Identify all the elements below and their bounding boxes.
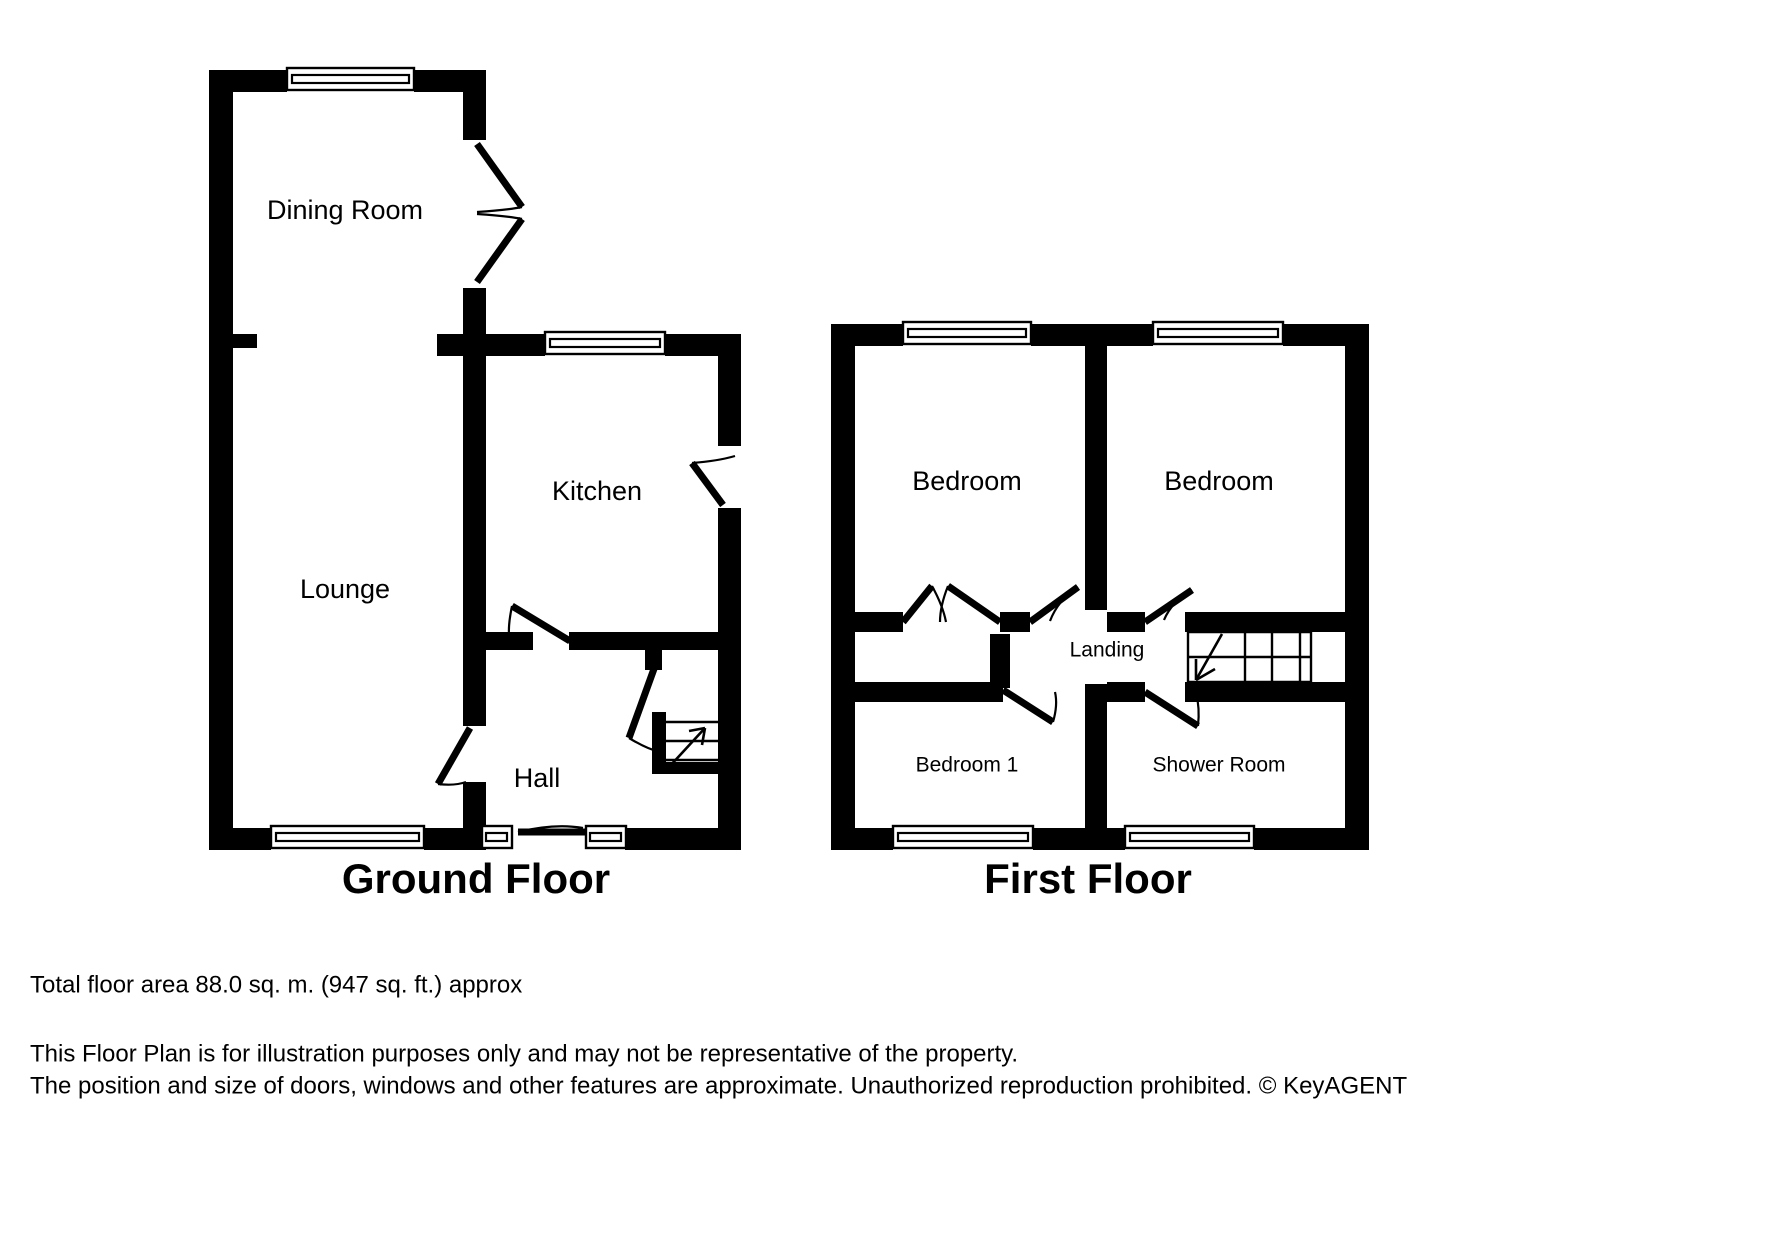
room-label-ff-bedroom-right: Bedroom <box>1164 466 1274 496</box>
wall-ff-right-outer <box>1345 324 1369 850</box>
door-understairs <box>625 664 661 754</box>
wall-understairs-stub <box>645 650 662 670</box>
floor-title-first: First Floor <box>984 855 1192 902</box>
room-label-hall: Hall <box>514 763 561 793</box>
wall-ff-bottom-left <box>831 828 893 850</box>
first-floor-doors <box>900 583 1200 729</box>
wall-kitchen-hall-right <box>569 632 718 650</box>
wall-bottom-right <box>625 828 741 850</box>
wall-ff-landing-bottom-left <box>855 682 1003 702</box>
door-ff-bedroom-left <box>900 583 1002 625</box>
footer-disclaimer-line-1: This Floor Plan is for illustration purp… <box>30 1040 1018 1067</box>
wall-right-lower <box>718 644 741 850</box>
wall-ff-central-upper <box>1085 324 1107 610</box>
door-dining-double <box>474 141 525 285</box>
wall-stair-bottom <box>652 762 720 774</box>
wall-left-outer <box>209 70 233 850</box>
wall-ff-landing-top-right <box>1107 612 1145 632</box>
footer-disclaimer-line-2: The position and size of doors, windows … <box>30 1072 1407 1099</box>
wall-dining-right-upper <box>463 70 486 140</box>
room-label-ff-bedroom-1: Bedroom 1 <box>916 754 1019 777</box>
ground-floor-windows <box>269 66 667 850</box>
window-hall-bottom-right <box>584 824 628 850</box>
door-front-entrance <box>517 825 587 836</box>
window-ff-bedroom-left-top <box>901 320 1033 346</box>
wall-stair-left <box>652 712 666 774</box>
window-hall-bottom <box>480 824 514 850</box>
door-kitchen-hall <box>507 603 572 644</box>
wall-top-left <box>209 70 287 92</box>
wall-ff-bedroom1-right <box>990 634 1010 688</box>
ground-floor-walls <box>209 70 741 850</box>
wall-bottom-mid <box>424 828 482 850</box>
wall-ff-landing-top-left <box>855 612 903 632</box>
window-ff-bedroom1-bottom <box>891 824 1035 850</box>
wall-ff-central-lower <box>1085 684 1107 850</box>
wall-bottom-left <box>209 828 271 850</box>
first-floor-walls <box>831 324 1369 850</box>
wall-ff-landing-bottom-right <box>1107 682 1145 702</box>
wall-right-middle <box>718 508 741 644</box>
wall-ff-top-right <box>1283 324 1369 346</box>
ground-floor-doors <box>434 141 736 836</box>
room-label-ff-shower-room: Shower Room <box>1152 754 1285 777</box>
wall-ff-left-outer <box>831 324 855 850</box>
wall-ff-stair-top <box>1245 612 1369 632</box>
window-lounge-bottom <box>269 824 426 850</box>
floor-title-ground: Ground Floor <box>342 855 610 902</box>
first-floor-group: Bedroom Bedroom Landing Bedroom 1 Shower… <box>831 320 1369 902</box>
footer-area-line: Total floor area 88.0 sq. m. (947 sq. ft… <box>30 971 522 998</box>
room-label-ff-landing: Landing <box>1070 639 1145 662</box>
wall-central-mid <box>463 644 486 726</box>
window-kitchen-top <box>543 330 667 356</box>
door-lounge-hall <box>434 726 474 786</box>
wall-kitchen-top-left <box>437 334 545 356</box>
wall-ff-landing-top-stair <box>1185 612 1245 632</box>
wall-ff-top-left <box>831 324 903 346</box>
wall-ff-landing-bottom-stair <box>1185 682 1369 702</box>
wall-ff-bottom-mid <box>1033 828 1125 850</box>
first-floor-windows <box>891 320 1285 850</box>
wall-central-upper <box>463 334 486 644</box>
room-label-ff-bedroom-left: Bedroom <box>912 466 1022 496</box>
wall-right-upper <box>718 334 741 446</box>
staircase-first-floor <box>1186 630 1313 684</box>
room-label-kitchen: Kitchen <box>552 476 642 506</box>
room-label-dining-room: Dining Room <box>267 195 423 225</box>
wall-ff-bottom-right <box>1254 828 1369 850</box>
wall-ff-landing-top-mid <box>1000 612 1030 632</box>
door-ff-landing-right-top <box>1143 587 1194 625</box>
room-label-lounge: Lounge <box>300 574 390 604</box>
door-ff-bedroom1 <box>1001 687 1058 725</box>
footer-group: Total floor area 88.0 sq. m. (947 sq. ft… <box>30 971 1407 1099</box>
window-ff-shower-bottom <box>1123 824 1256 850</box>
door-ff-shower-room <box>1143 689 1200 729</box>
door-kitchen-exterior <box>689 454 736 508</box>
wall-lounge-stub <box>233 334 257 348</box>
door-ff-bedroom-right <box>1027 584 1081 625</box>
staircase-ground <box>666 720 719 767</box>
ground-floor-group: Dining Room Lounge Kitchen Hall Ground F… <box>209 66 741 902</box>
window-ff-bedroom-right-top <box>1151 320 1285 346</box>
window-dining-top <box>285 66 416 92</box>
